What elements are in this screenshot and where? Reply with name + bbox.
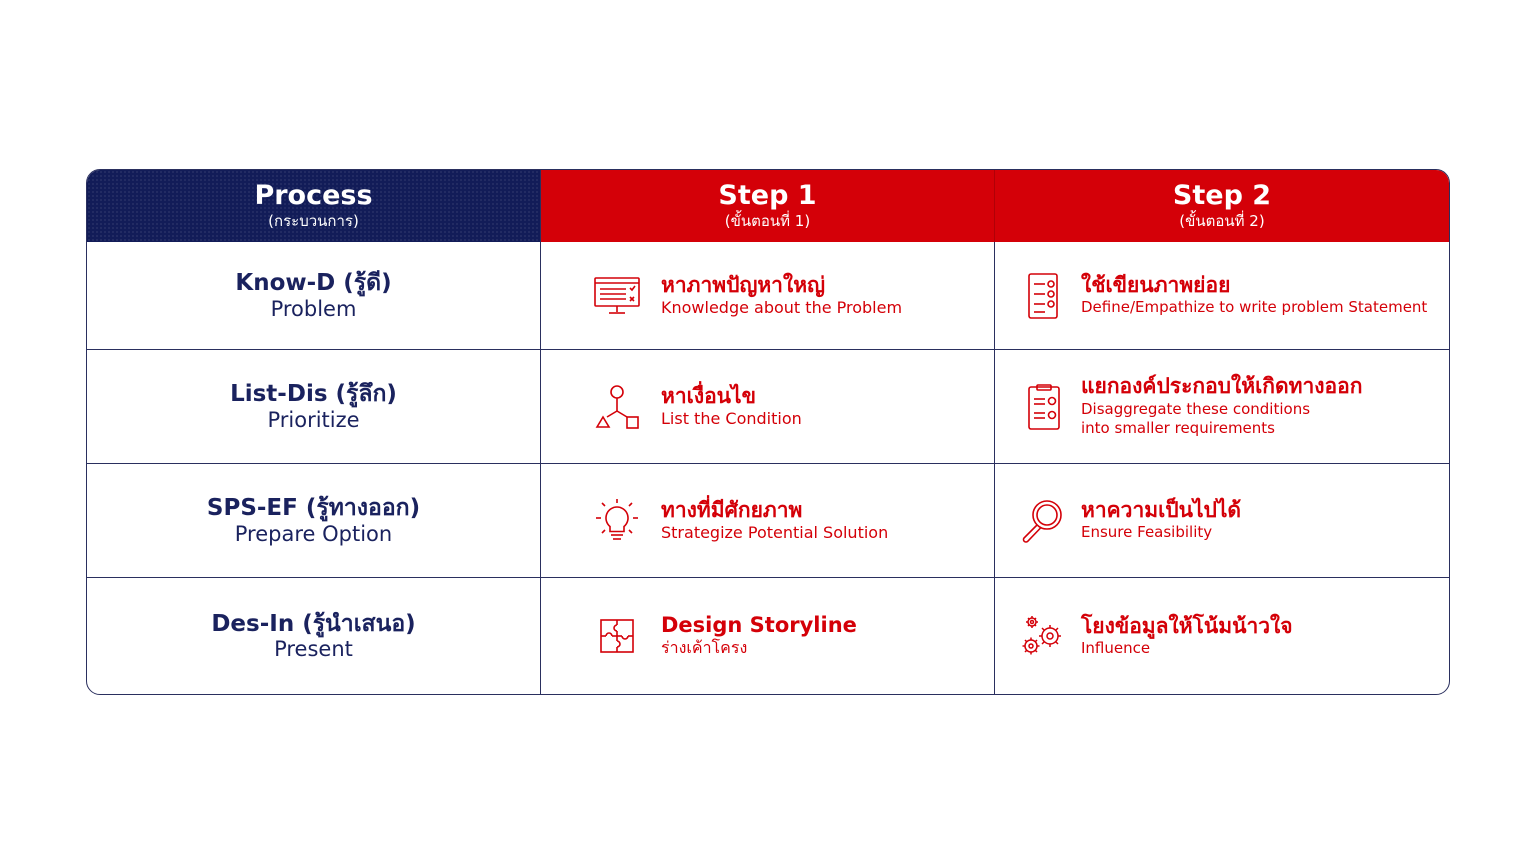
- step-subtitle: Influence: [1081, 638, 1151, 657]
- step1-cell-row-1: หาภาพปัญหาใหญ่ Knowledge about the Probl…: [541, 242, 995, 350]
- step-title: โยงข้อมูลให้โน้มน้าวใจ: [1081, 613, 1293, 638]
- header-step-2-title: Step 2: [1172, 179, 1272, 211]
- step-title: หาความเป็นไปได้: [1081, 498, 1242, 523]
- process-subtitle: Prioritize: [267, 407, 360, 432]
- step1-cell-row-3: ทางที่มีศักยภาพ Strategize Potential Sol…: [541, 464, 995, 578]
- magnifier-icon: [1019, 497, 1067, 545]
- clipboard-checklist-icon: [1019, 383, 1067, 431]
- process-title: SPS-EF (รู้ทางออก): [206, 495, 421, 522]
- process-subtitle: Present: [274, 637, 353, 662]
- process-cell-know-d: Know-D (รู้ดี) Problem: [87, 242, 541, 350]
- header-step-2: Step 2 (ขั้นตอนที่ 2): [995, 170, 1449, 242]
- step-title: หาภาพปัญหาใหญ่: [661, 272, 825, 297]
- step2-cell-row-4: โยงข้อมูลให้โน้มน้าวใจ Influence: [995, 578, 1449, 694]
- step2-cell-row-3: หาความเป็นไปได้ Ensure Feasibility: [995, 464, 1449, 578]
- process-cell-list-dis: List-Dis (รู้ลึก) Prioritize: [87, 350, 541, 464]
- process-title: Des-In (รู้นำเสนอ): [211, 610, 416, 637]
- step1-cell-row-2: หาเงื่อนไข List the Condition: [541, 350, 995, 464]
- process-subtitle: Problem: [270, 296, 357, 321]
- step-subtitle: ร่างเค้าโครง: [661, 638, 748, 658]
- step2-cell-row-1: ใช้เขียนภาพย่อย Define/Empathize to writ…: [995, 242, 1449, 350]
- process-title: Know-D (รู้ดี): [235, 270, 392, 297]
- step-subtitle: Define/Empathize to write problem Statem…: [1081, 298, 1428, 317]
- process-cell-sps-ef: SPS-EF (รู้ทางออก) Prepare Option: [87, 464, 541, 578]
- step-title: แยกองค์ประกอบให้เกิดทางออก: [1081, 374, 1363, 399]
- process-cell-des-in: Des-In (รู้นำเสนอ) Present: [87, 578, 541, 694]
- process-title: List-Dis (รู้ลึก): [230, 381, 397, 408]
- step-subtitle-line-2: into smaller requirements: [1081, 419, 1275, 438]
- header-process-subtitle: (กระบวนการ): [268, 212, 359, 231]
- step-subtitle: Strategize Potential Solution: [661, 522, 889, 542]
- checklist-document-icon: [1019, 272, 1067, 320]
- step-subtitle: Ensure Feasibility: [1081, 523, 1213, 542]
- process-table: Process (กระบวนการ) Step 1 (ขั้นตอนที่ 1…: [86, 169, 1450, 695]
- gears-icon: [1019, 612, 1067, 660]
- step-subtitle: Disaggregate these conditions: [1081, 399, 1311, 418]
- shapes-network-icon: [593, 383, 641, 431]
- step-title: หาเงื่อนไข: [661, 383, 756, 408]
- step-title: Design Storyline: [661, 613, 857, 637]
- monitor-checklist-icon: [593, 272, 641, 320]
- step1-cell-row-4: Design Storyline ร่างเค้าโครง: [541, 578, 995, 694]
- puzzle-icon: [593, 612, 641, 660]
- header-step-1-title: Step 1: [718, 179, 817, 211]
- header-process-title: Process: [254, 179, 373, 211]
- step-subtitle: List the Condition: [661, 408, 802, 428]
- header-step-1-subtitle: (ขั้นตอนที่ 1): [724, 212, 811, 231]
- header-step-2-subtitle: (ขั้นตอนที่ 2): [1179, 212, 1265, 231]
- step-title: ใช้เขียนภาพย่อย: [1081, 273, 1231, 298]
- header-process: Process (กระบวนการ): [87, 170, 541, 242]
- header-step-1: Step 1 (ขั้นตอนที่ 1): [541, 170, 995, 242]
- lightbulb-icon: [593, 497, 641, 545]
- step-title: ทางที่มีศักยภาพ: [661, 497, 803, 522]
- step-subtitle: Knowledge about the Problem: [661, 297, 903, 317]
- step2-cell-row-2: แยกองค์ประกอบให้เกิดทางออก Disaggregate …: [995, 350, 1449, 464]
- process-subtitle: Prepare Option: [234, 521, 393, 546]
